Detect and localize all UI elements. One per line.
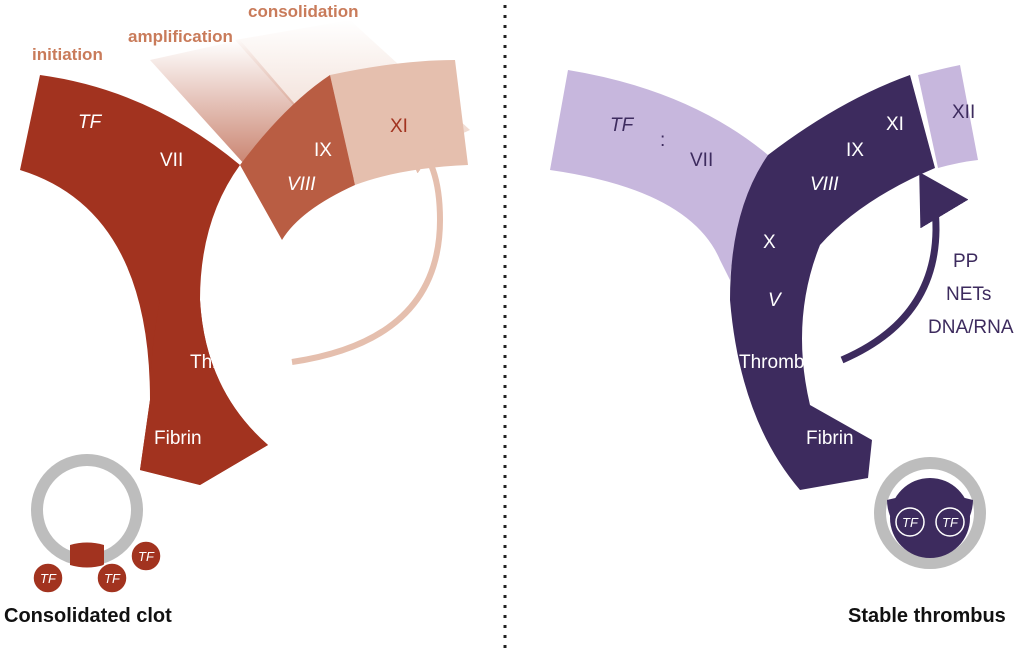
factor-ix-right: IX: [846, 140, 864, 161]
factor-v: V: [238, 290, 253, 311]
activator-pp: PP: [953, 251, 978, 272]
svg-text:TF: TF: [40, 571, 57, 586]
activator-nets: NETs: [946, 284, 991, 305]
svg-text:TF: TF: [942, 515, 959, 530]
thrombus-core: [890, 478, 970, 558]
caption-left: Consolidated clot: [4, 605, 172, 627]
tf-vii-band: [550, 70, 768, 280]
clot-plug: [70, 542, 104, 568]
factor-thrombin: Thrombin: [190, 352, 270, 373]
activator-dna-rna: DNA/RNA: [928, 317, 1014, 338]
main-dark-band: [730, 75, 935, 490]
phase-amplification: amplification: [128, 27, 233, 46]
tf-dot-2: TF: [96, 562, 128, 594]
tf-dot-right-2: TF: [935, 507, 965, 537]
phase-initiation: initiation: [32, 45, 103, 64]
phase-consolidation: consolidation: [248, 2, 359, 21]
factor-fibrin-right: Fibrin: [806, 428, 854, 449]
vessel-ring-right: [874, 457, 986, 569]
tf-dot-3: TF: [130, 540, 162, 572]
right-panel: TF : VII IX VIII XI XII X V Thrombin Fib…: [550, 65, 1014, 627]
factor-vii: VII: [160, 150, 183, 171]
factor-x: X: [234, 232, 247, 253]
feedback-arrow: [291, 129, 446, 365]
factor-fibrin: Fibrin: [154, 428, 202, 449]
factor-xi-right: XI: [886, 114, 904, 135]
left-panel: initiation amplification consolidation T…: [4, 2, 470, 627]
caption-right: Stable thrombus: [848, 605, 1006, 627]
feedback-arrow-right: [840, 171, 969, 364]
tf-dot-1: TF: [32, 562, 64, 594]
svg-text:TF: TF: [138, 549, 155, 564]
factor-colon-right: :: [660, 130, 665, 151]
xii-band: [918, 65, 978, 168]
factor-ix: IX: [314, 140, 332, 161]
factor-viii-right: VIII: [810, 174, 839, 195]
factor-xi: XI: [390, 116, 408, 137]
amplification-band: [240, 75, 355, 240]
tf-dot-right-1: TF: [895, 507, 925, 537]
factor-tf: TF: [78, 112, 103, 133]
svg-text:TF: TF: [902, 515, 919, 530]
factor-viii: VIII: [287, 174, 316, 195]
svg-text:TF: TF: [104, 571, 121, 586]
factor-tf-right: TF: [610, 115, 635, 136]
thrombin-segment: [140, 300, 268, 485]
factor-xii-right: XII: [952, 102, 975, 123]
factor-x-right: X: [763, 232, 776, 253]
factor-v-right: V: [768, 290, 783, 311]
factor-thrombin-right: Thrombin: [739, 352, 819, 373]
factor-vii-right: VII: [690, 150, 713, 171]
